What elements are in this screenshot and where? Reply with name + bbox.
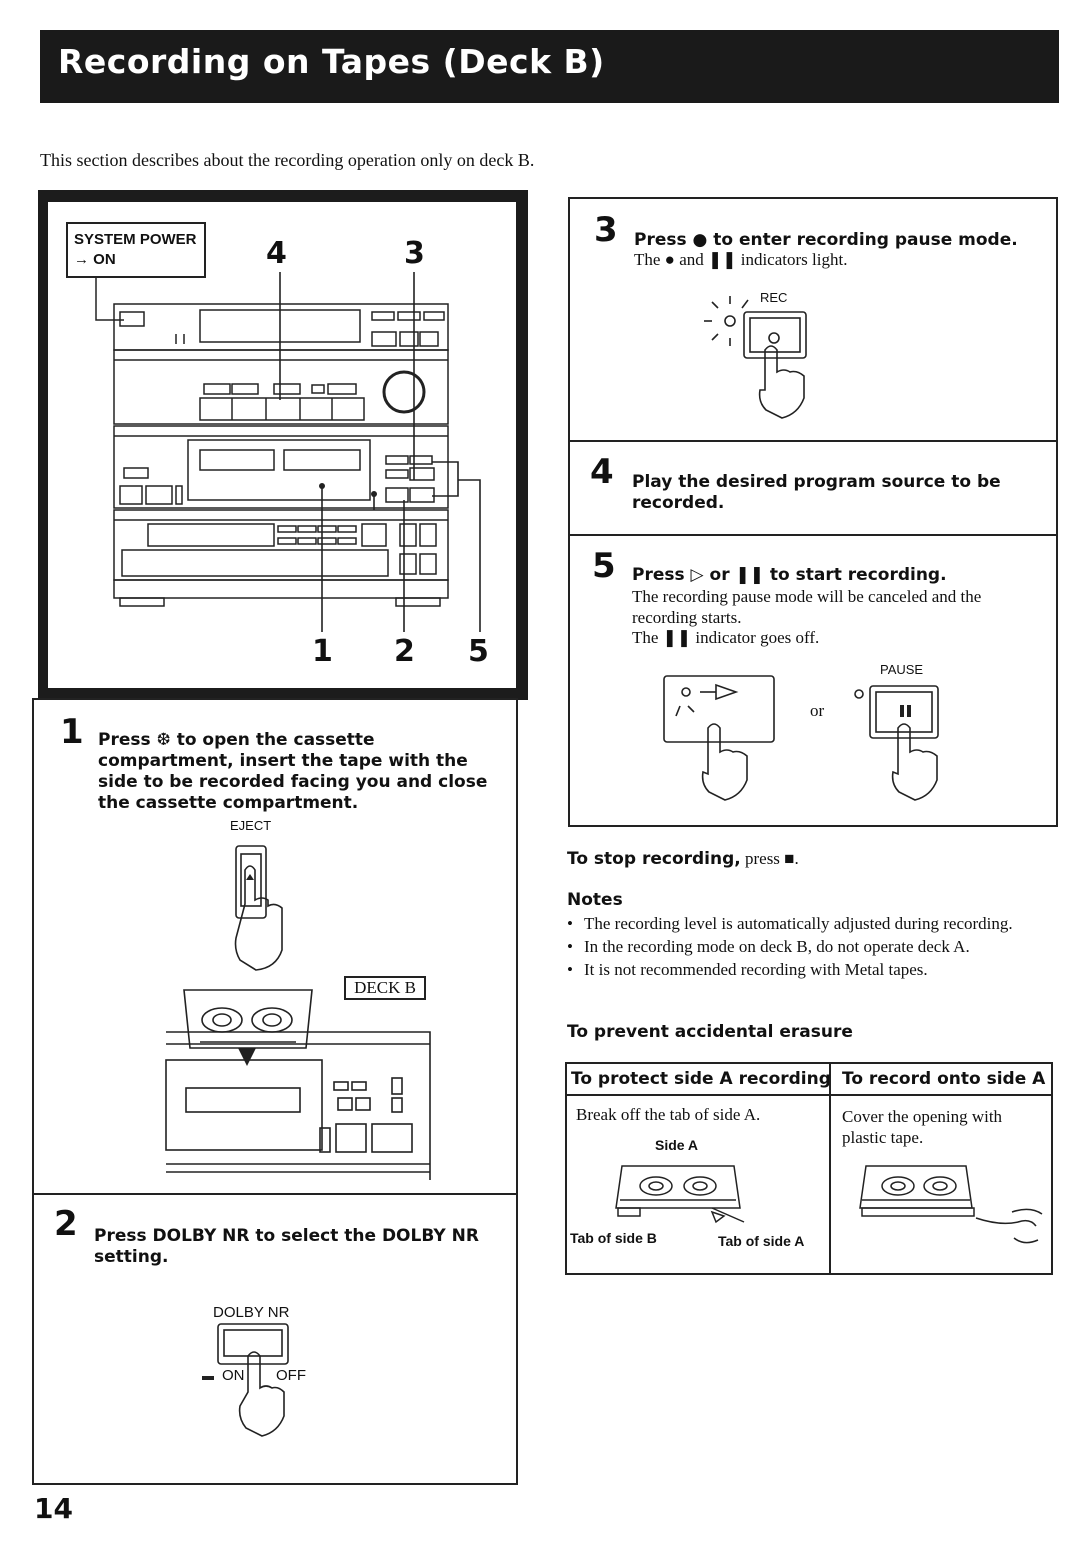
notes-list: •The recording level is automatically ad… [567, 913, 1037, 980]
left-steps-box [32, 698, 518, 1485]
step5-body1: The recording pause mode will be cancele… [632, 587, 982, 627]
left-steps-divider [32, 1193, 518, 1195]
system-power-sub: → ON [74, 251, 116, 268]
step5-heading: Press ▷ or ❚❚ to start recording. [632, 565, 947, 585]
right-steps-box [568, 197, 1058, 827]
rec-label: REC [760, 290, 788, 305]
callout-1: 1 [312, 634, 333, 669]
erasure-table-header-rule [565, 1094, 1053, 1096]
stop-recording-bold: To stop recording, [567, 849, 741, 869]
eject-label: EJECT [230, 818, 272, 833]
col1-text: Break off the tab of side A. [576, 1105, 761, 1124]
step3-heading: Press ● to enter recording pause mode. [634, 230, 1018, 250]
col2-header: To record onto side A [842, 1069, 1046, 1089]
right-divider-1 [568, 440, 1058, 442]
step1-heading: Press ❆ to open the cassette compartment… [98, 730, 488, 813]
callout-4: 4 [266, 236, 287, 271]
page-title: Recording on Tapes (Deck B) [58, 42, 605, 81]
step2-heading: Press DOLBY NR to select the DOLBY NR se… [94, 1226, 479, 1267]
side-a-label: Side A [655, 1137, 699, 1153]
step5-number: 5 [592, 546, 616, 586]
step5-body2: The ❚❚ indicator goes off. [632, 628, 820, 647]
stop-recording-rest: press ■. [740, 849, 799, 868]
dolby-off-label: OFF [276, 1367, 306, 1384]
prevent-heading: To prevent accidental erasure [567, 1022, 853, 1042]
callout-3: 3 [404, 236, 425, 271]
pause-label: PAUSE [880, 662, 924, 677]
callout-2: 2 [394, 634, 415, 669]
col1-header: To protect side A recording [571, 1069, 831, 1089]
dolby-on-label: ON [222, 1367, 245, 1384]
note-item: •It is not recommended recording with Me… [567, 960, 928, 979]
erasure-table-col-rule [829, 1062, 831, 1275]
dolby-nr-label: DOLBY NR [213, 1304, 290, 1321]
tab-a-label: Tab of side A [718, 1233, 805, 1249]
deck-b-label: DECK B [344, 976, 426, 1000]
tab-b-label: Tab of side B [570, 1230, 657, 1246]
or-label: or [810, 701, 825, 720]
step4-heading: Play the desired program source to be re… [632, 472, 1001, 513]
system-power-box: SYSTEM POWER → ON [66, 222, 206, 278]
step3-number: 3 [594, 210, 618, 250]
stereo-figure-panel [48, 202, 516, 688]
right-divider-2 [568, 534, 1058, 536]
col2-text: Cover the opening with plastic tape. [842, 1107, 1003, 1147]
step1-number: 1 [60, 712, 84, 752]
note-item: •The recording level is automatically ad… [567, 914, 1013, 933]
step3-body: The ● and ❚❚ indicators light. [634, 250, 848, 269]
stop-recording-line: To stop recording, press ■. [567, 848, 799, 870]
intro-text: This section describes about the recordi… [40, 150, 535, 170]
page-number: 14 [34, 1492, 73, 1525]
system-power-label: SYSTEM POWER [74, 231, 197, 248]
step2-number: 2 [54, 1204, 78, 1244]
callout-5: 5 [468, 634, 489, 669]
step4-number: 4 [590, 452, 614, 492]
note-item: •In the recording mode on deck B, do not… [567, 937, 970, 956]
erasure-table [565, 1062, 1053, 1275]
title-bar [40, 30, 1059, 103]
notes-heading: Notes [567, 890, 623, 910]
